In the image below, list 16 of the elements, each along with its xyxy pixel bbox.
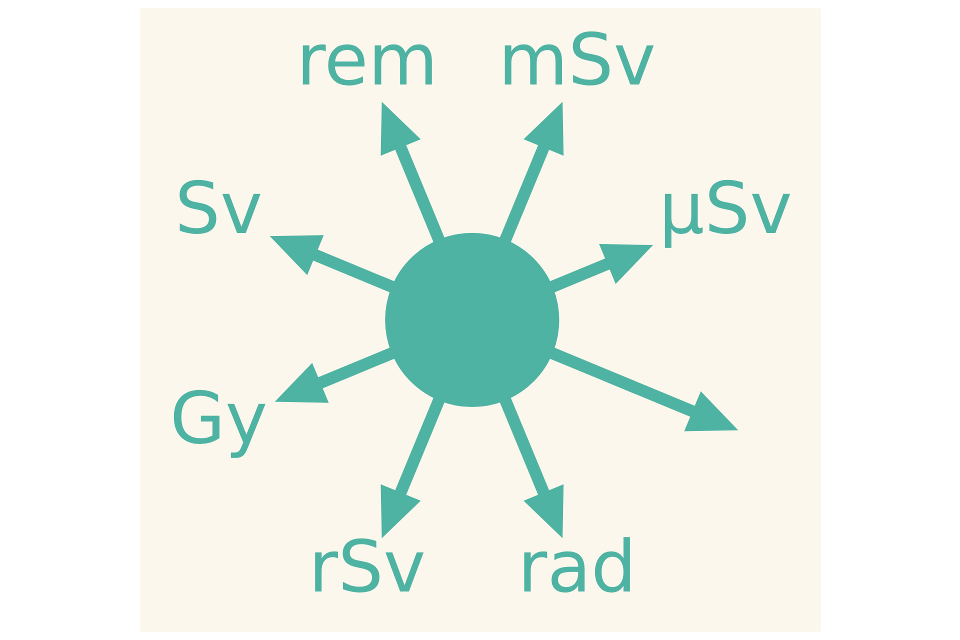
arrow [548,347,738,432]
node-text: rem [296,18,438,102]
arrow [499,397,564,538]
node-text: rSv [308,525,426,608]
arrow [548,244,653,293]
arrow [499,102,564,243]
node-text: μSv [658,166,792,250]
arrow [274,347,394,403]
node-text: mSv [498,18,656,102]
arrow [380,102,444,243]
node-circle [384,232,559,408]
node-text: Sv [174,166,262,250]
arrow [380,397,444,538]
node-text: Gy [169,376,268,460]
arrow [269,235,394,293]
node-text: rad [517,525,636,608]
